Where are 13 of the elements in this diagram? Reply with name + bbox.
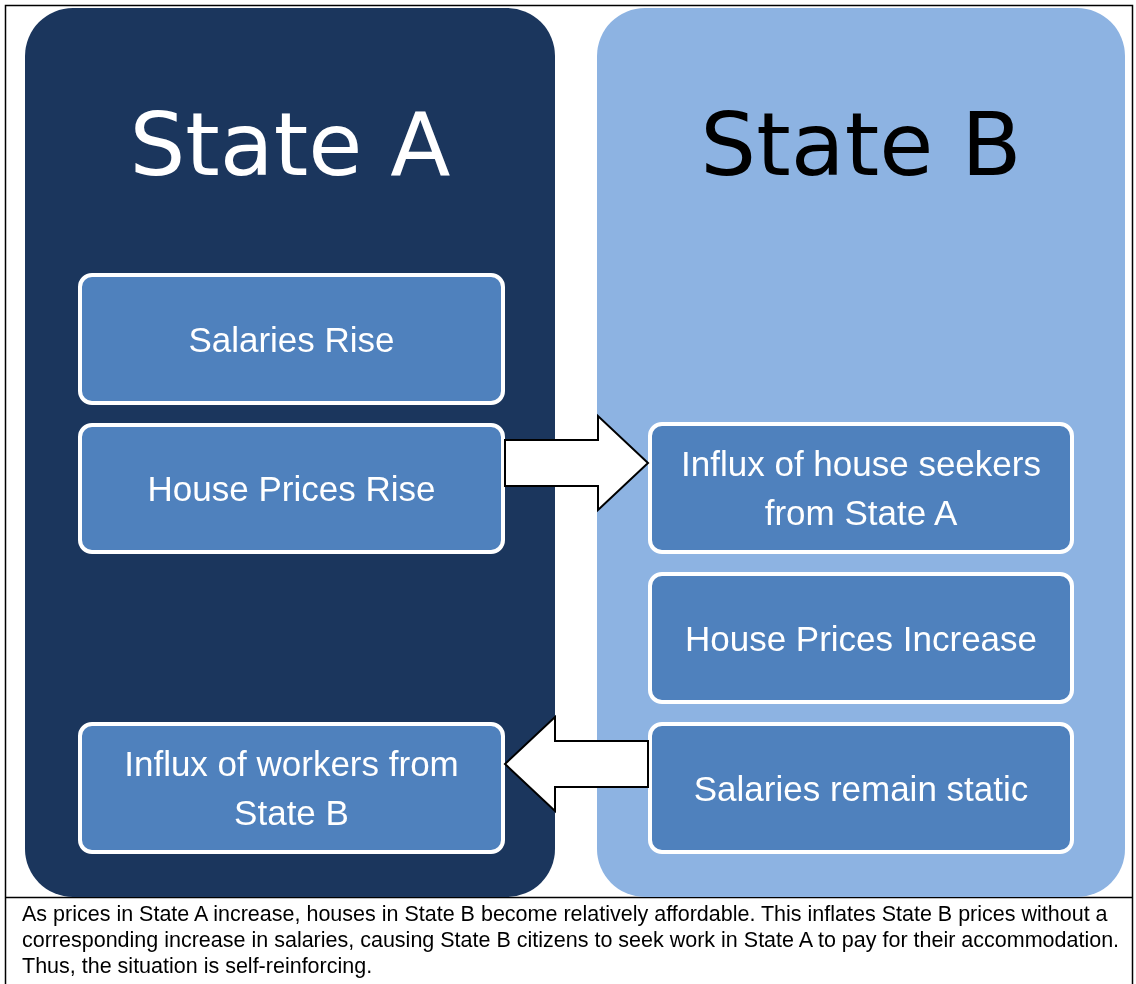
process-box: House Prices Increase bbox=[648, 572, 1074, 704]
block-arrow bbox=[504, 413, 650, 513]
process-box: Salaries remain static bbox=[648, 722, 1074, 854]
state-panel bbox=[597, 8, 1125, 897]
caption-text: As prices in State A increase, houses in State B become relatively affordable. This inflates State B prices without a corresponding increase in salaries, causing State B citizens to seek work in State A to pay for their accommodation. Thus, the situation is self-reinforcing. bbox=[22, 901, 1121, 979]
panel-title: State B bbox=[699, 92, 1023, 198]
process-box: Influx of workers from State B bbox=[78, 722, 505, 854]
process-box: House Prices Rise bbox=[78, 423, 505, 554]
state-panel bbox=[25, 8, 555, 897]
panel-title: State A bbox=[128, 92, 452, 198]
process-box: Influx of house seekers from State A bbox=[648, 422, 1074, 554]
process-box: Salaries Rise bbox=[78, 273, 505, 405]
block-arrow bbox=[503, 714, 649, 814]
